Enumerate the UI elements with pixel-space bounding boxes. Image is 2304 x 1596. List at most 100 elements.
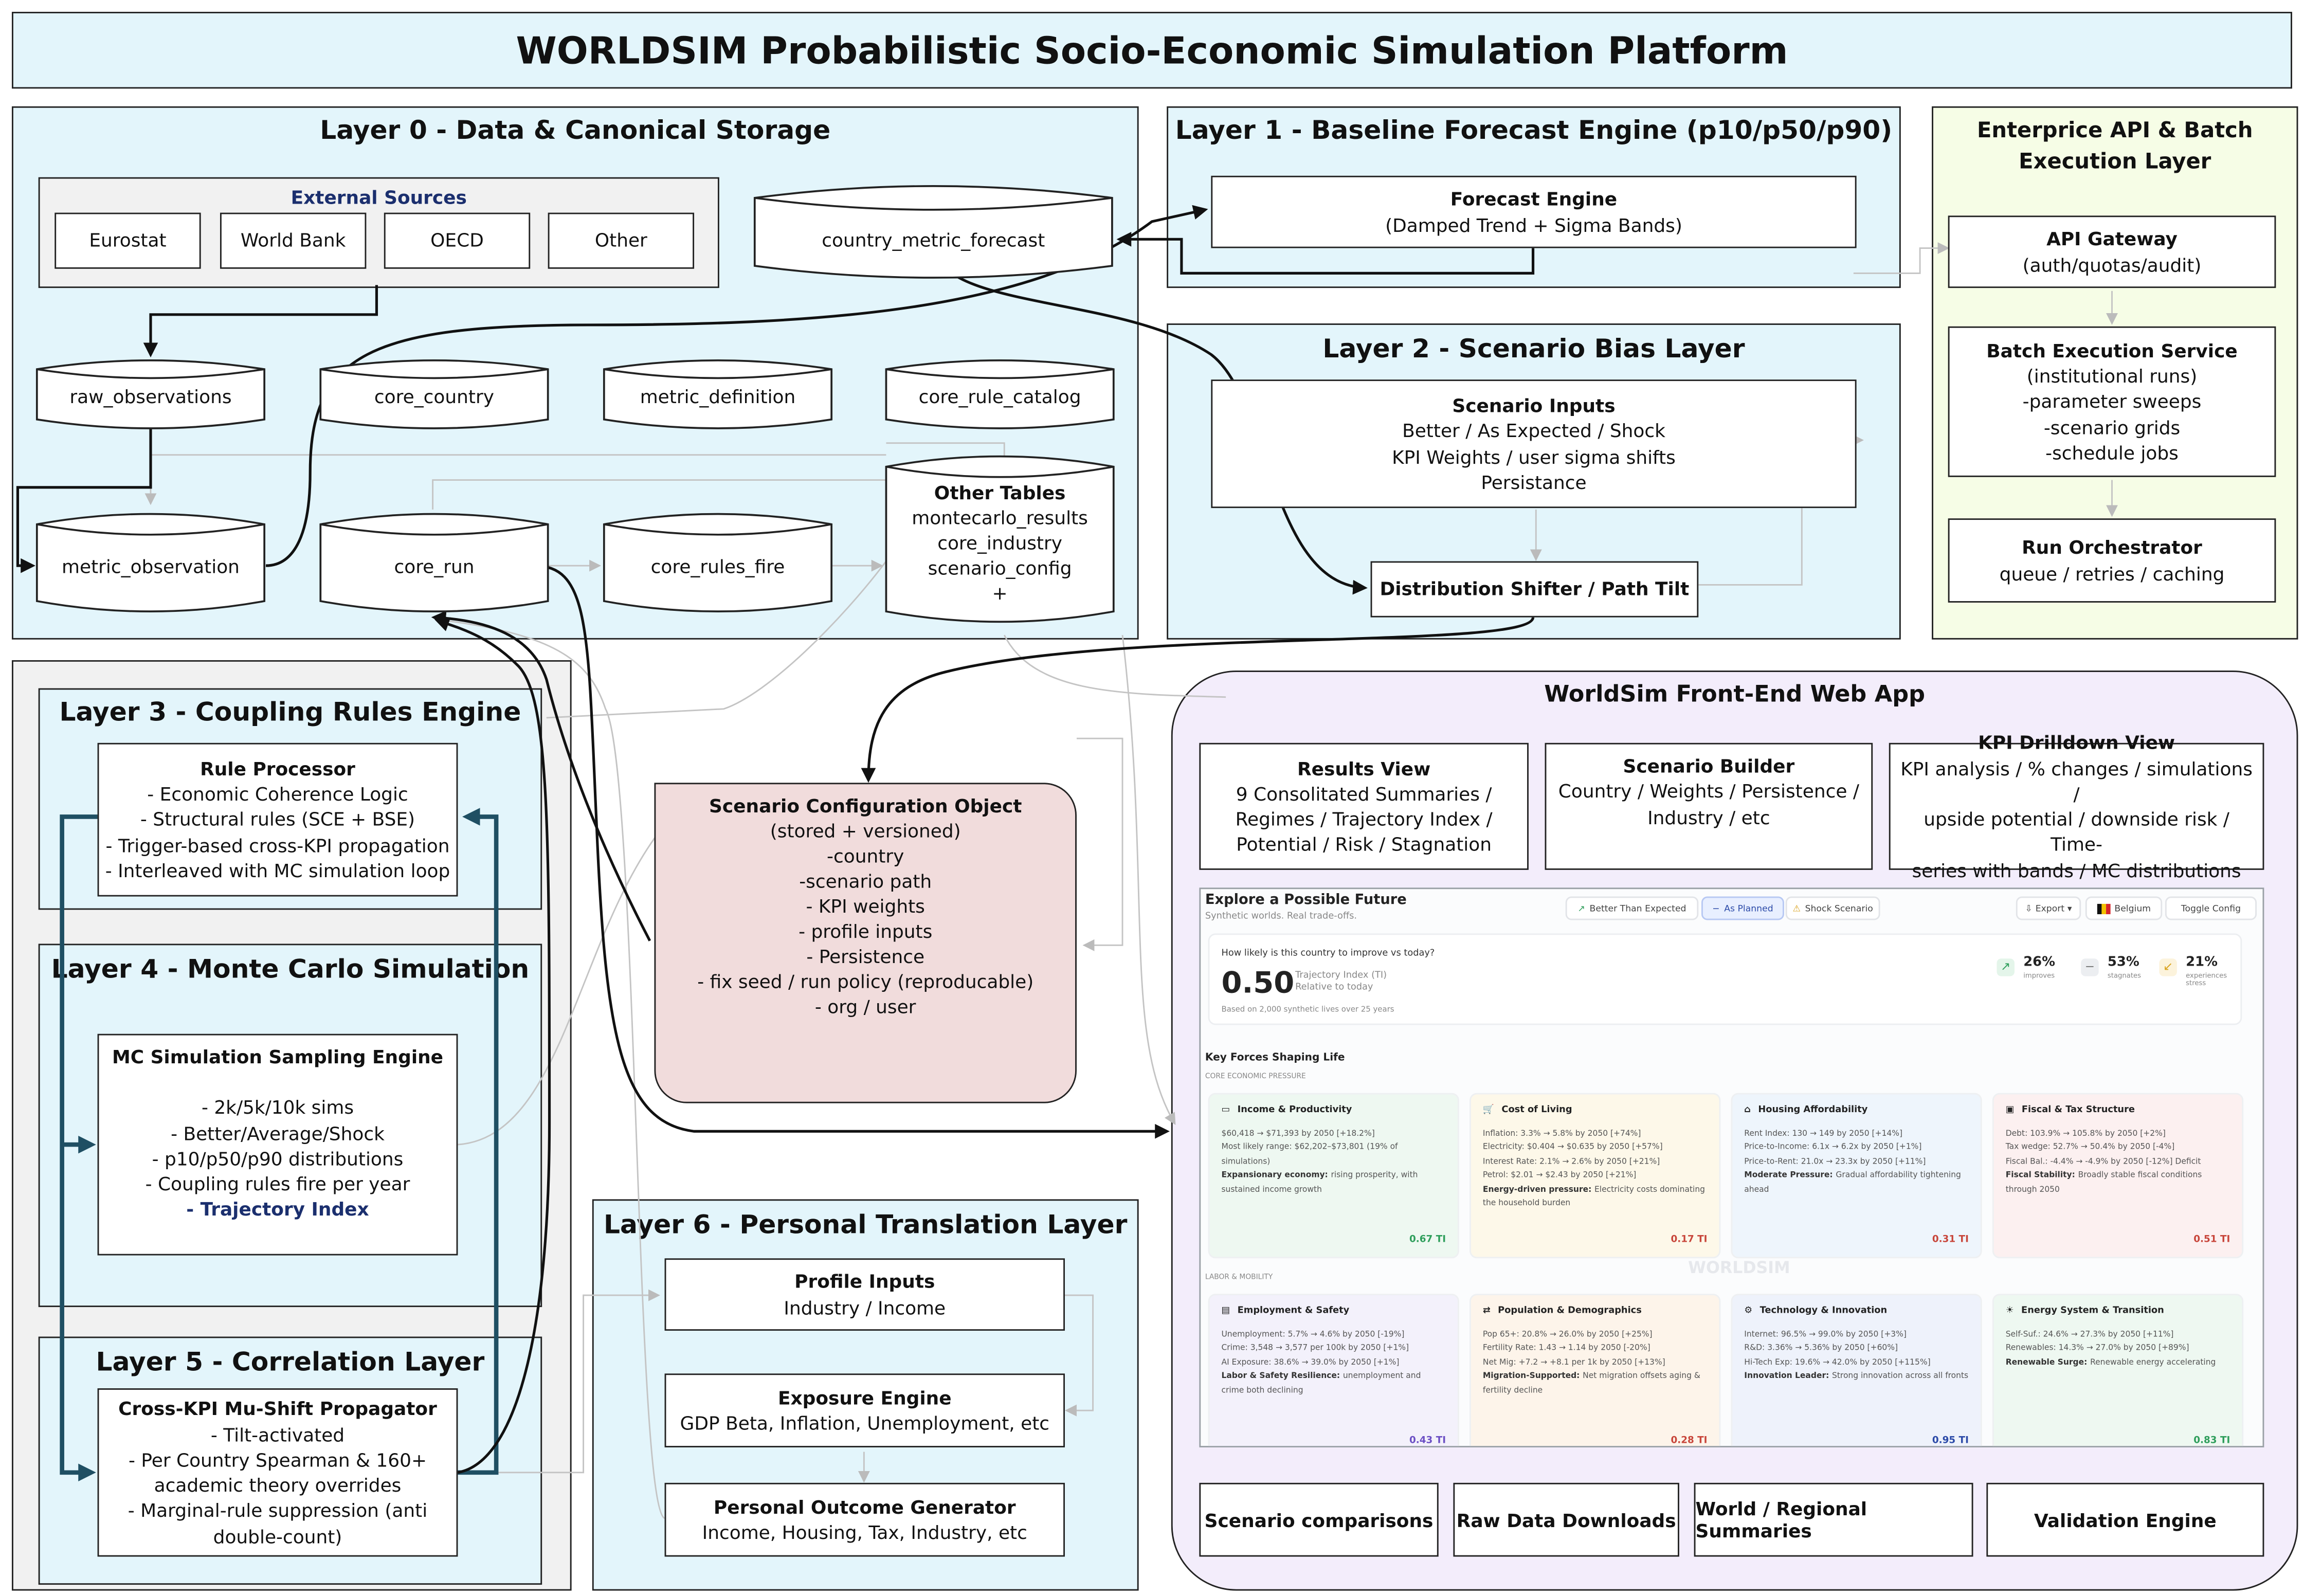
force-card-score: 0.43 TI (1409, 1434, 1446, 1446)
rule-line-4: - Interleaved with MC simulation loop (105, 859, 450, 882)
stagnates-icon: − (2081, 958, 2099, 976)
kpi-drilldown-title: KPI Drilldown View (1978, 731, 2175, 754)
results-line-1: 9 Consolitated Summaries / (1236, 782, 1492, 805)
house-icon: ⌂ (1744, 1104, 1751, 1115)
rule-processor-title: Rule Processor (200, 757, 355, 780)
mu-line-4: - Marginal-rule suppression (anti (128, 1499, 428, 1522)
profile-inputs-box: Profile Inputs Industry / Income (664, 1258, 1065, 1331)
force-card-metric: Crime: 3,548 → 3,577 per 100k by 2050 [+… (1221, 1344, 1409, 1353)
mu-line-2: - Per Country Spearman & 160+ (128, 1448, 427, 1471)
kpi-drilldown-box: KPI Drilldown View KPI analysis / % chan… (1889, 732, 2264, 881)
layer3-title: Layer 3 - Coupling Rules Engine (59, 698, 521, 729)
table-metric-definition-label: metric_definition (640, 385, 796, 408)
force-card-title: ⌂Housing Affordability (1744, 1104, 1868, 1115)
force-card-description: Labor & Safety Resilience:unemployment a… (1221, 1372, 1421, 1395)
force-card-title: ▤Employment & Safety (1221, 1305, 1350, 1316)
country-select[interactable]: Belgium (2085, 896, 2163, 920)
kpi-line-2: upside potential / downside risk / Time- (1924, 808, 2229, 856)
scenario-config-object: Scenario Configuration Object (stored + … (654, 783, 1077, 1103)
force-card-metric: Renewables: 14.3% → 27.0% by 2050 [+89%] (2005, 1344, 2189, 1353)
mc-trajectory-index: - Trajectory Index (186, 1198, 369, 1221)
force-card[interactable]: ▭Income & Productivity$60,418 → $71,393 … (1208, 1093, 1459, 1259)
other-tables-title: Other Tables (934, 481, 1066, 504)
export-button[interactable]: ⇩Export▾ (2016, 896, 2081, 920)
other-tables-line-1: montecarlo_results (912, 506, 1088, 529)
force-card-metric: Pop 65+: 20.8% → 26.0% by 2050 [+25%] (1482, 1330, 1653, 1339)
layer0-title: Layer 0 - Data & Canonical Storage (320, 116, 831, 147)
scenario-inputs-line-2: KPI Weights / user sigma shifts (1392, 445, 1676, 468)
force-card-metric: Fiscal Bal.: -4.4% → -4.9% by 2050 [-12%… (2005, 1157, 2201, 1167)
table-core-run-label: core_run (394, 555, 475, 578)
kpi-line-1: KPI analysis / % changes / simulations / (1900, 757, 2253, 805)
worldsim-watermark: WORLDSIM (1688, 1258, 1790, 1278)
exposure-engine-title: Exposure Engine (777, 1386, 952, 1409)
force-card-metric: Electricity: $0.404 → $0.635 by 2050 [+5… (1482, 1144, 1663, 1153)
scenario-builder-title: Scenario Builder (1623, 754, 1795, 777)
profile-inputs-sub: Industry / Income (784, 1296, 946, 1318)
validation-engine-button[interactable]: Validation Engine (1986, 1482, 2264, 1557)
force-card-metric: Internet: 96.5% → 99.0% by 2050 [+3%] (1744, 1330, 1907, 1339)
force-card-metric: Self-Suf.: 24.6% → 27.3% by 2050 [+11%] (2005, 1330, 2174, 1339)
force-card-title: ☀Energy System & Transition (2005, 1305, 2164, 1316)
scenario-inputs-title: Scenario Inputs (1452, 394, 1616, 417)
table-core-run: core_run (319, 510, 549, 616)
force-card-metric: Most likely range: $62,202–$73,801 (19% … (1221, 1144, 1398, 1167)
sco-line-3: -scenario path (799, 869, 932, 892)
results-view-title: Results View (1297, 757, 1431, 779)
dashboard-preview: Explore a Possible Future Synthetic worl… (1199, 887, 2264, 1447)
sco-line-1: (stored + versioned) (770, 820, 961, 842)
scenario-inputs-box: Scenario Inputs Better / As Expected / S… (1211, 379, 1857, 509)
dash-subtitle: Synthetic worlds. Real trade-offs. (1205, 911, 1357, 922)
personal-outcome-box: Personal Outcome Generator Income, Housi… (664, 1482, 1065, 1557)
personal-outcome-title: Personal Outcome Generator (713, 1496, 1016, 1518)
force-card-title: ⇄Population & Demographics (1482, 1305, 1642, 1316)
world-regional-summaries-button[interactable]: World / Regional Summaries (1694, 1482, 1973, 1557)
results-view-box: Results View 9 Consolitated Summaries / … (1199, 742, 1529, 870)
table-raw-observations-label: raw_observations (69, 385, 232, 408)
force-card-metric: Rent Index: 130 → 149 by 2050 [+14%] (1744, 1129, 1903, 1139)
briefcase-icon: ▤ (1221, 1305, 1230, 1316)
page-title: WORLDSIM Probabilistic Socio-Economic Si… (11, 11, 2292, 89)
force-card-metric: Petrol: $2.01 → $2.43 by 2050 [+21%] (1482, 1171, 1637, 1181)
sco-line-7: - fix seed / run policy (reproducable) (697, 970, 1034, 993)
force-card-description: Migration-Supported:Net migration offset… (1482, 1372, 1700, 1395)
scenario-comparisons-button[interactable]: Scenario comparisons (1199, 1482, 1439, 1557)
table-raw-observations: raw_observations (35, 357, 266, 431)
tab-as-planned[interactable]: −As Planned (1701, 896, 1784, 920)
table-core-rule-catalog-label: core_rule_catalog (918, 385, 1081, 408)
layer4-title: Layer 4 - Monte Carlo Simulation (51, 955, 530, 985)
layer6-title: Layer 6 - Personal Translation Layer (603, 1211, 1128, 1241)
tab-better[interactable]: ↗Better Than Expected (1565, 896, 1699, 920)
results-line-3: Potential / Risk / Stagnation (1236, 833, 1492, 856)
mc-line-4: - Coupling rules fire per year (145, 1172, 410, 1195)
trajectory-card: How likely is this country to improve vs… (1208, 933, 2242, 1025)
people-icon: ⇄ (1482, 1305, 1491, 1316)
batch-line-1: (institutional runs) (2026, 365, 2198, 387)
group-core-economic: CORE ECONOMIC PRESSURE (1205, 1074, 1306, 1081)
force-card-metric: Price-to-Income: 6.1x → 6.2x by 2050 [+1… (1744, 1144, 1922, 1153)
force-card-description: Innovation Leader:Strong innovation acro… (1744, 1372, 1969, 1382)
forecast-engine-sub: (Damped Trend + Sigma Bands) (1385, 213, 1682, 236)
table-core-country: core_country (319, 357, 549, 431)
exposure-engine-box: Exposure Engine GDP Beta, Inflation, Une… (664, 1373, 1065, 1447)
trajectory-sub: Relative to today (1295, 982, 1373, 993)
raw-data-downloads-button[interactable]: Raw Data Downloads (1453, 1482, 1679, 1557)
trend-up-icon: ↗ (1577, 903, 1585, 914)
api-title: Enterprice API & Batch Execution Layer (1976, 119, 2253, 174)
exposure-engine-sub: GDP Beta, Inflation, Unemployment, etc (680, 1412, 1050, 1435)
force-card-metric: Inflation: 3.3% → 5.8% by 2050 [+74%] (1482, 1129, 1641, 1139)
toggle-config-button[interactable]: Toggle Config (2165, 896, 2257, 920)
builder-line-2: Industry / etc (1647, 805, 1770, 828)
force-card-score: 0.28 TI (1671, 1434, 1708, 1446)
tab-shock[interactable]: ⚠Shock Scenario (1785, 896, 1880, 920)
other-tables-line-2: core_industry (937, 532, 1063, 554)
force-card-description: Expansionary economy:rising prosperity, … (1221, 1171, 1418, 1194)
